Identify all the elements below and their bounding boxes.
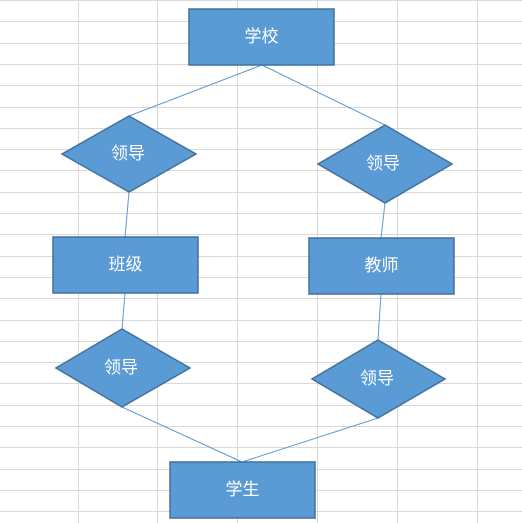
- connections: [121, 64, 386, 463]
- relation-teacher-student-label: 领导: [360, 369, 394, 389]
- entity-class-label: 班级: [109, 255, 143, 275]
- edge-class-to-lower-left-relation: [121, 292, 126, 330]
- edge-right-relation-to-teacher: [380, 202, 386, 239]
- entity-school[interactable]: 学校: [188, 8, 335, 66]
- entity-teacher[interactable]: 教师: [308, 237, 455, 295]
- entity-class[interactable]: 班级: [52, 236, 199, 294]
- edge-school-to-left-relation: [128, 64, 263, 117]
- edge-school-to-right-relation: [261, 64, 386, 126]
- edge-left-relation-to-class: [124, 191, 130, 238]
- entity-student[interactable]: 学生: [169, 461, 316, 519]
- relation-school-teacher-label: 领导: [366, 154, 400, 174]
- relation-class-student-label: 领导: [104, 358, 138, 378]
- relation-school-class-label: 领导: [111, 144, 145, 164]
- entity-school-label: 学校: [245, 27, 279, 47]
- relation-school-teacher[interactable]: 领导: [316, 124, 454, 204]
- entity-teacher-label: 教师: [365, 256, 399, 276]
- relation-class-student[interactable]: 领导: [54, 328, 192, 408]
- edge-lower-left-relation-to-student: [121, 406, 243, 463]
- entity-student-label: 学生: [226, 480, 260, 500]
- relation-teacher-student[interactable]: 领导: [310, 339, 447, 419]
- edge-teacher-to-lower-right-relation: [377, 293, 382, 341]
- edge-lower-right-relation-to-student: [241, 417, 379, 463]
- relation-school-class[interactable]: 领导: [60, 115, 198, 193]
